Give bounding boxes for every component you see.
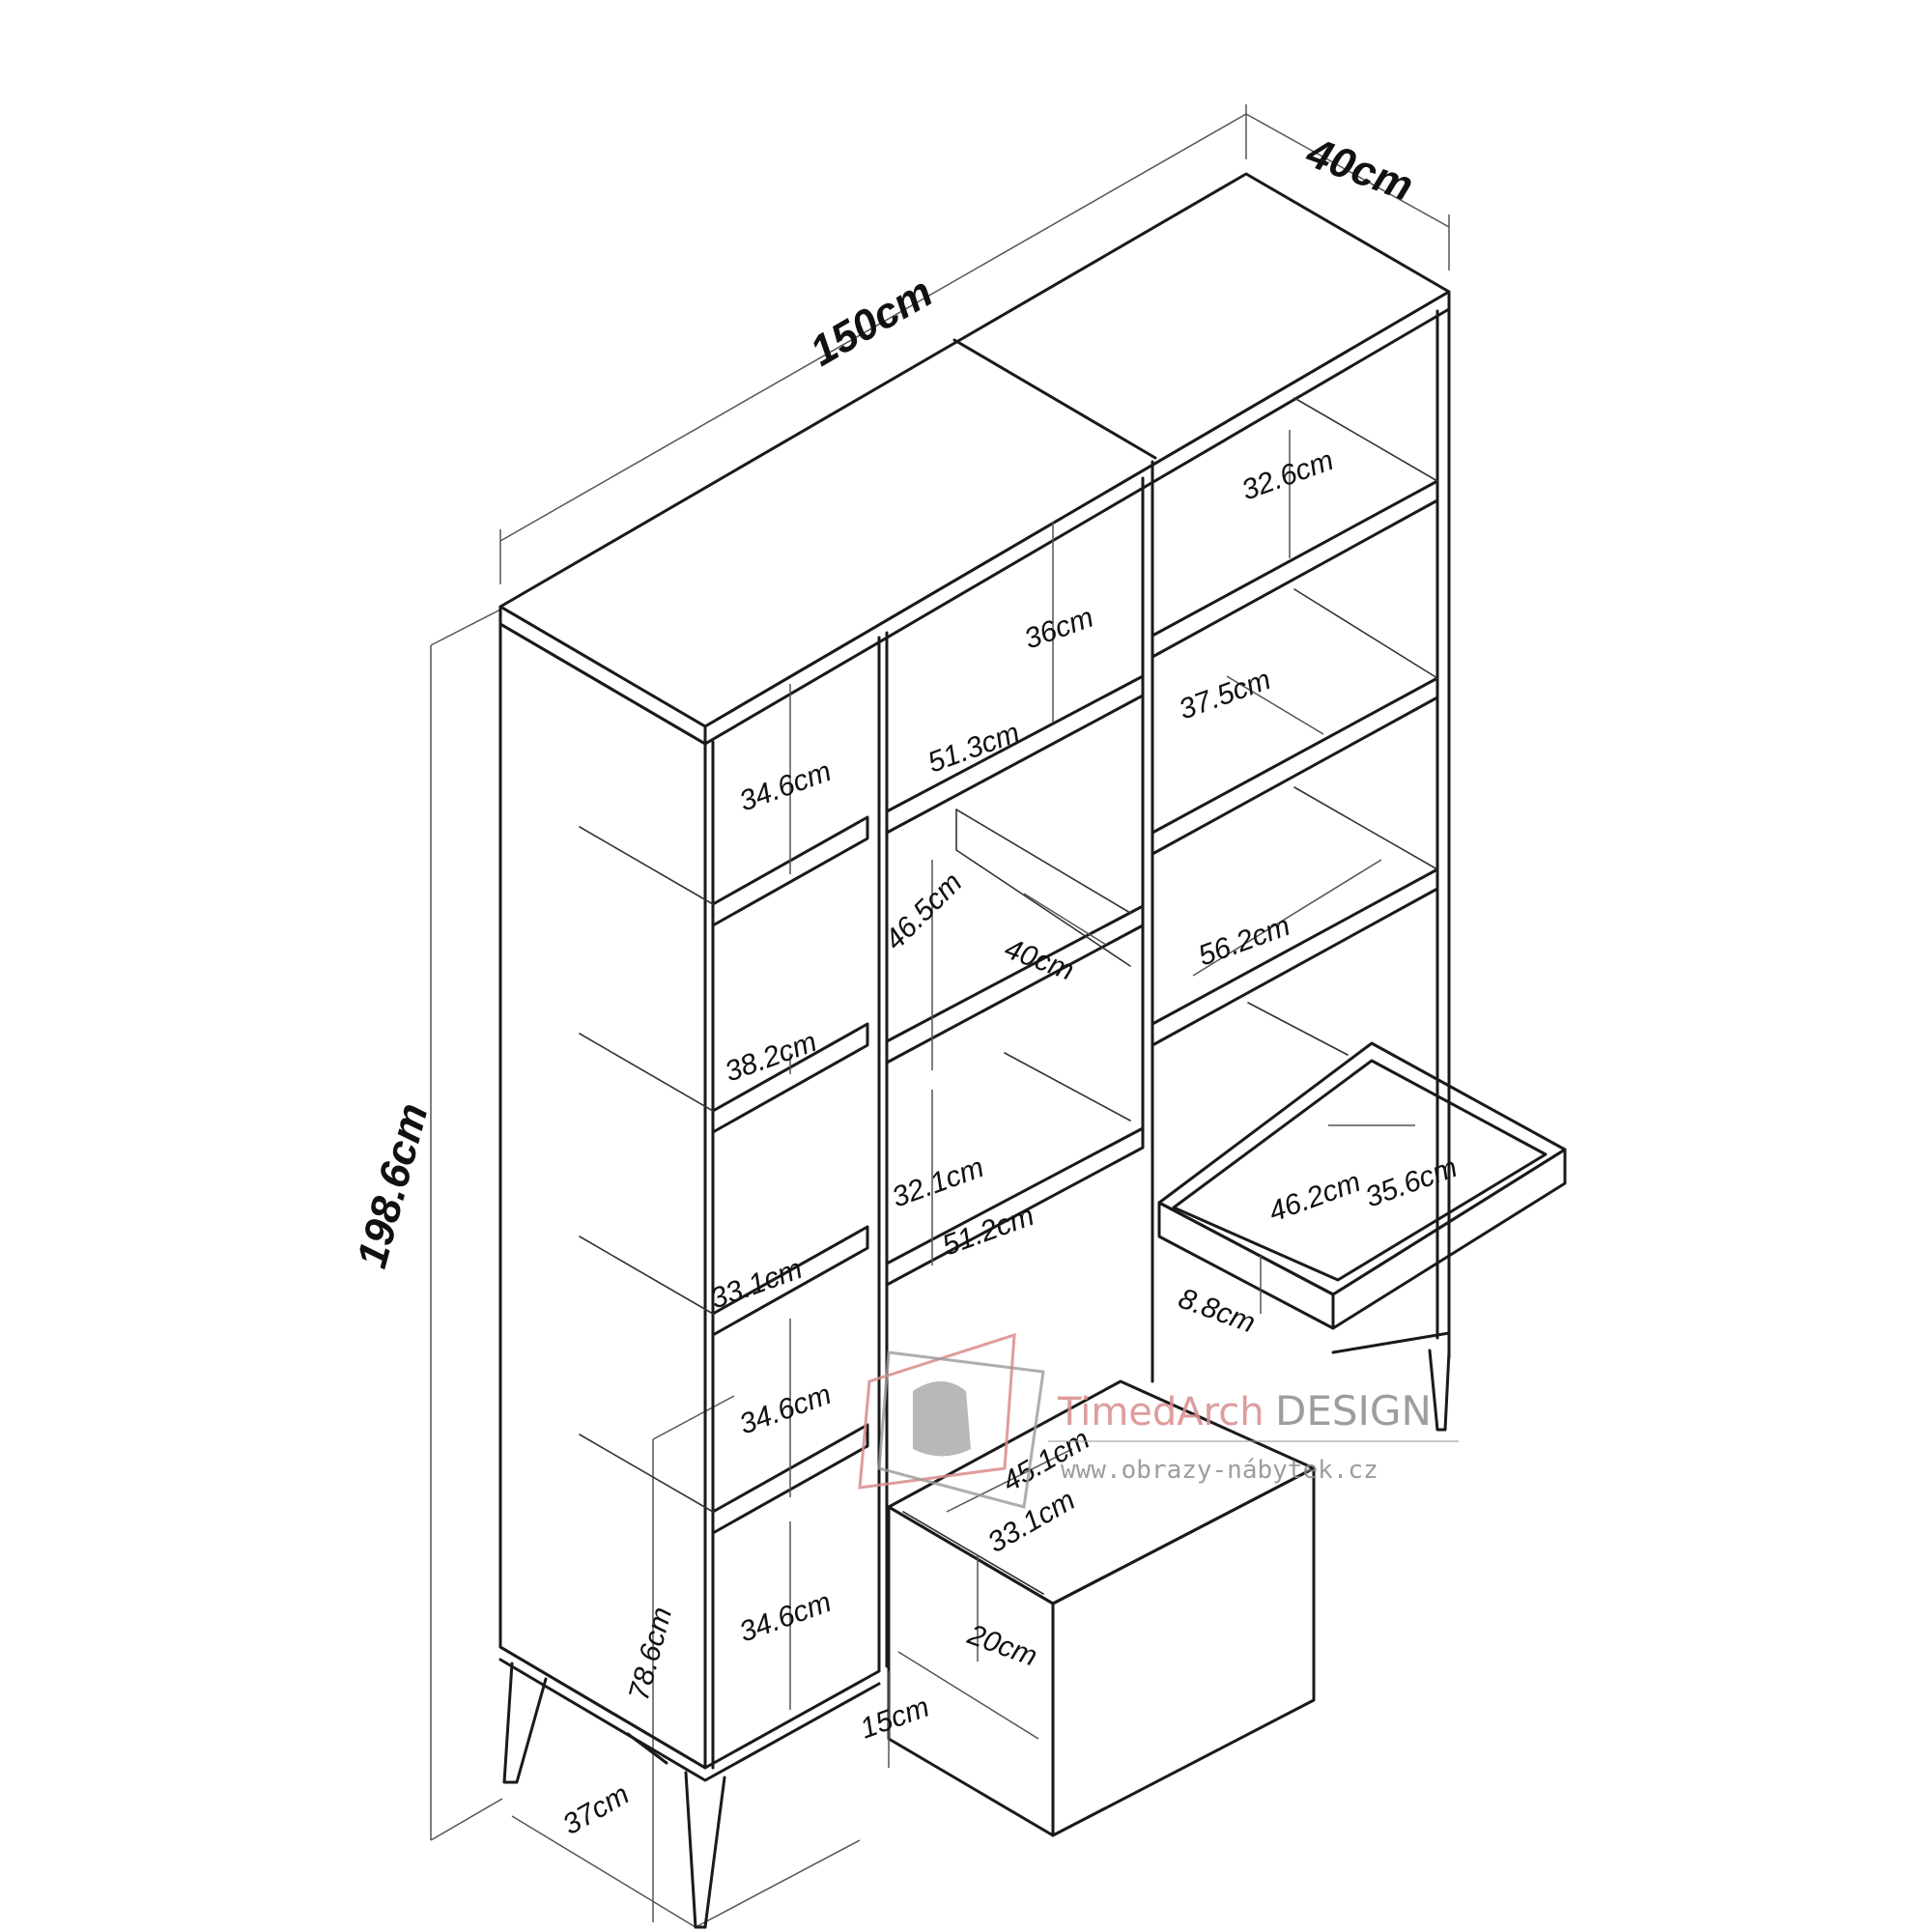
label-right-drawer-height: 8.8cm — [1175, 1283, 1260, 1340]
label-bottom-drawer-depth: 33.1cm — [982, 1484, 1081, 1559]
label-right-drawer-width: 46.2cm — [1264, 1166, 1365, 1229]
right-drawer — [1157, 1002, 1567, 1330]
label-right-drawer-depth: 35.6cm — [1361, 1151, 1462, 1214]
watermark-design: DESIGN — [1275, 1387, 1432, 1435]
label-leg-depth: 37cm — [557, 1778, 635, 1841]
label-height: 198.6cm — [348, 1098, 437, 1272]
label-left-compartment-5: 34.6cm — [735, 1586, 836, 1649]
label-left-compartment-3: 33.1cm — [706, 1253, 807, 1316]
label-center-low-height: 32.1cm — [888, 1151, 988, 1214]
center-module — [885, 469, 1154, 1287]
watermark-brand: TimedArch — [1057, 1390, 1264, 1435]
bottom-drawer — [887, 1379, 1316, 1837]
armchair-logo-icon — [858, 1332, 1045, 1509]
label-center-mid-depth: 40cm — [1001, 933, 1078, 987]
label-bottom-drawer-height: 20cm — [963, 1618, 1041, 1672]
watermark-url: www.obrazy-nábytek.cz — [1061, 1456, 1378, 1485]
label-right-second-depth: 37.5cm — [1175, 664, 1275, 726]
label-depth: 40cm — [1300, 128, 1419, 211]
left-module — [498, 622, 889, 1929]
label-left-compartment-4: 34.6cm — [735, 1378, 836, 1441]
overall-dimension-lines — [430, 104, 1450, 1928]
right-module — [1151, 307, 1451, 1432]
label-center-top-width: 51.3cm — [923, 717, 1024, 780]
label-left-module-height: 78.6cm — [623, 1604, 678, 1704]
watermark: TimedArch DESIGN www.obrazy-nábytek.cz — [858, 1332, 1459, 1509]
label-center-mid-height: 46.5cm — [879, 867, 969, 956]
label-right-top-height: 32.6cm — [1237, 444, 1338, 507]
label-width: 150cm — [803, 269, 941, 376]
label-leg-height: 15cm — [856, 1690, 933, 1745]
label-right-third-width: 56.2cm — [1194, 910, 1294, 973]
label-center-top-height: 36cm — [1020, 601, 1097, 655]
label-left-compartment-1: 34.6cm — [735, 755, 836, 818]
